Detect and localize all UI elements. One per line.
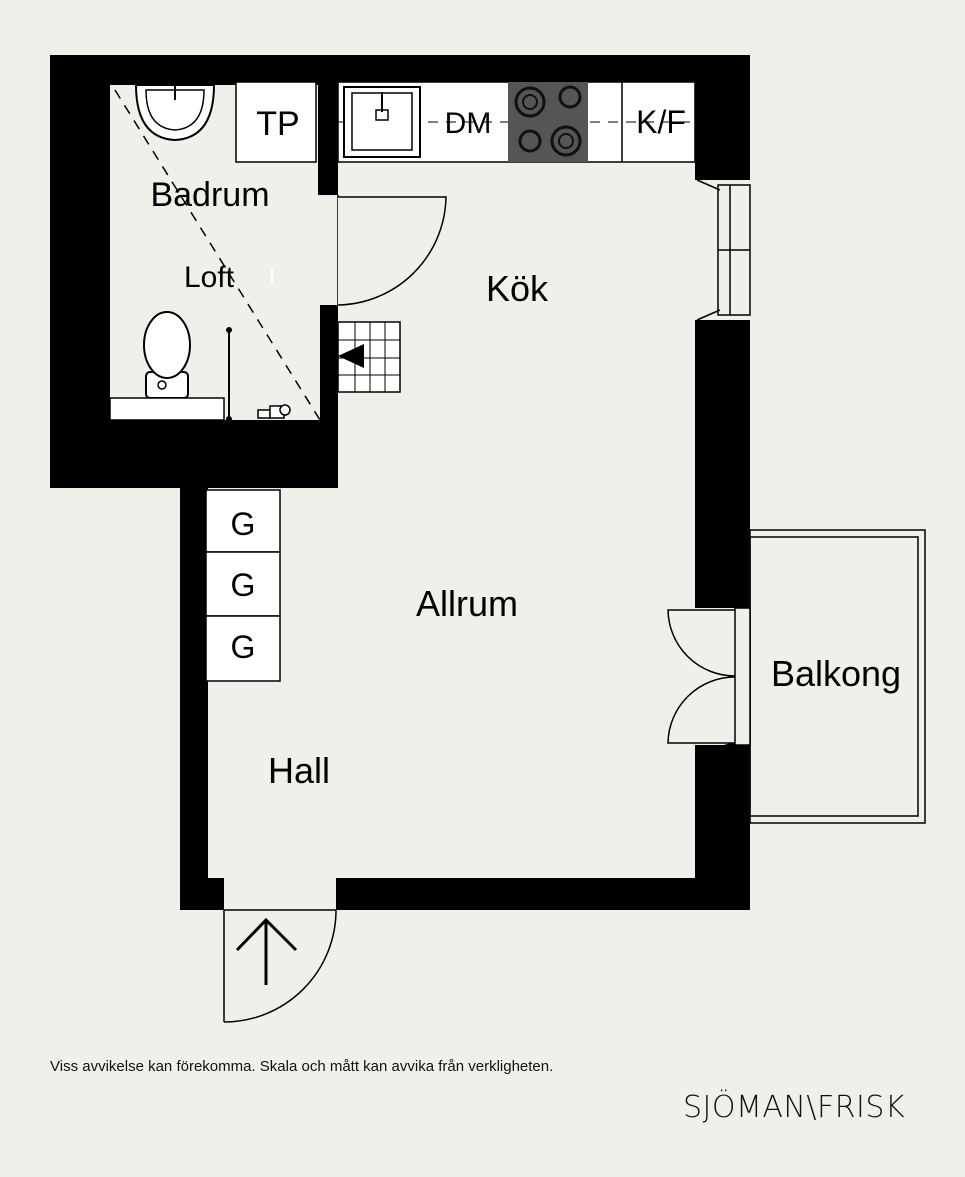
room-label-hall: Hall [268,750,330,791]
stove [508,82,588,162]
shower-mixer-icon [257,404,291,419]
washbasin-icon [134,84,216,142]
brand-logo: SJÖMAN\FRISK [683,1090,906,1125]
room-label-allrum: Allrum [416,583,518,624]
toilet-icon [143,311,191,399]
dishwasher-label: DM [445,107,492,140]
balcony-door [667,598,751,752]
walls [50,55,750,910]
fridge-freezer-label: K/F [636,104,686,140]
kitchen-window [696,179,751,321]
bathroom-door [337,195,447,306]
room-label-kok: Kök [486,268,549,309]
room-label-balkong: Balkong [771,653,901,694]
entrance-arrow-icon [235,917,298,985]
towel-dryer [235,81,317,163]
floor-plan: DM K/F TP [50,55,926,1023]
entrance-door [223,909,337,1023]
wardrobe-label-2: G [231,567,256,603]
stairs-arrow-icon [338,344,364,368]
towel-dryer-label: TP [256,105,299,143]
room-label-loft: Loft [184,261,235,294]
shower-rail [226,327,232,422]
wardrobe-label-3: G [231,629,256,665]
wardrobe-label-1: G [231,506,256,542]
room-label-badrum: Badrum [150,176,269,214]
wardrobes [205,489,281,682]
sink [343,86,421,158]
disclaimer-text: Viss avvikelse kan förekomma. Skala och … [50,1058,554,1075]
bath-bench [109,397,225,421]
